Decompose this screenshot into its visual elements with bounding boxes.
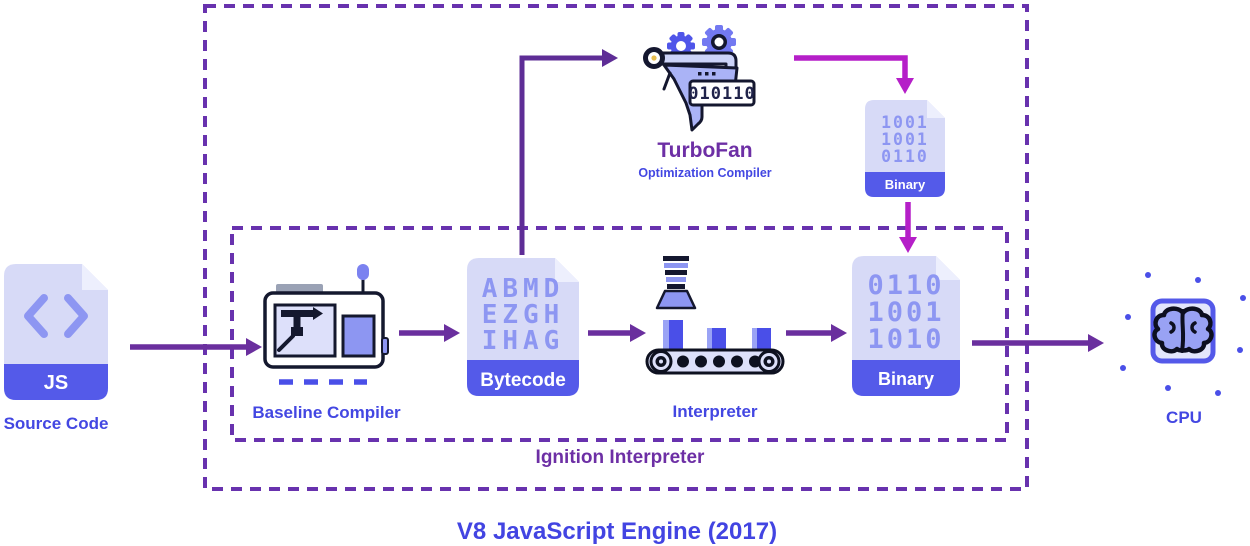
code-brackets-icon	[24, 294, 48, 338]
bytecode-node: ABMD EZGH IHAG Bytecode	[467, 258, 579, 396]
js-file-icon: JS	[4, 264, 108, 400]
binary-file-icon: 0110 1001 1010 Binary	[852, 256, 960, 396]
belt-box-icon	[663, 320, 771, 349]
interpreter-label: Interpreter	[672, 402, 758, 421]
js-badge: JS	[44, 372, 68, 394]
arrow-interpreter-to-binary	[786, 324, 847, 342]
ignition-interpreter-label: Ignition Interpreter	[535, 447, 705, 468]
binary-band-label: Binary	[885, 177, 926, 192]
brain-icon	[1152, 306, 1214, 354]
arrow-source-to-baseline	[130, 338, 262, 356]
lens-icon	[643, 47, 665, 69]
hopper-icon	[655, 256, 697, 310]
binary-file-icon: 1001 1001 0110 Binary	[865, 100, 945, 197]
turbofan-label: TurboFan	[657, 139, 753, 162]
sparkle-dots	[1120, 272, 1246, 396]
binary-line: 1010	[867, 324, 944, 355]
cpu-node	[1105, 265, 1250, 400]
baseline-compiler-node: Baseline Compiler	[252, 262, 401, 423]
cpu-label: CPU	[1166, 408, 1202, 427]
conveyor-belt-icon	[645, 256, 785, 375]
funnel-binary-text: 010110	[688, 84, 755, 104]
bytecode-band-label: Bytecode	[480, 370, 566, 391]
source-code-label: Source Code	[3, 414, 109, 433]
diagram-title: V8 JavaScript Engine (2017)	[456, 518, 778, 545]
binary-band-label: Binary	[878, 369, 934, 389]
source-code-node: JS Source Code	[2, 264, 110, 434]
bytecode-line: IHAG	[482, 326, 565, 356]
turbofan-funnel-gears-icon: 010110	[643, 25, 756, 132]
arrow-bytecode-to-turbofan	[519, 49, 618, 255]
bytecode-file-icon: ABMD EZGH IHAG Bytecode	[467, 258, 579, 396]
optimized-binary-node: 1001 1001 0110 Binary	[865, 100, 945, 197]
arrow-optimized-binary-to-binary	[899, 202, 917, 253]
turbofan-sublabel: Optimization Compiler	[638, 166, 772, 180]
binary-node: 0110 1001 1010 Binary	[852, 256, 960, 396]
arrow-turbofan-to-optimized-binary	[794, 55, 914, 94]
turbofan-node: 010110 TurboFan Optimization Compiler	[638, 15, 772, 180]
baseline-compiler-label: Baseline Compiler	[252, 403, 401, 422]
binary-line: 0110	[881, 147, 929, 166]
arrow-baseline-to-bytecode	[399, 324, 460, 342]
interpreter-node: Interpreter	[645, 254, 785, 422]
pen-icon	[662, 71, 672, 91]
arrow-bytecode-to-interpreter	[588, 324, 646, 342]
compiler-machine-icon	[263, 264, 389, 385]
cpu-brain-chip-icon	[1120, 272, 1246, 396]
arrow-binary-to-cpu	[972, 334, 1104, 352]
